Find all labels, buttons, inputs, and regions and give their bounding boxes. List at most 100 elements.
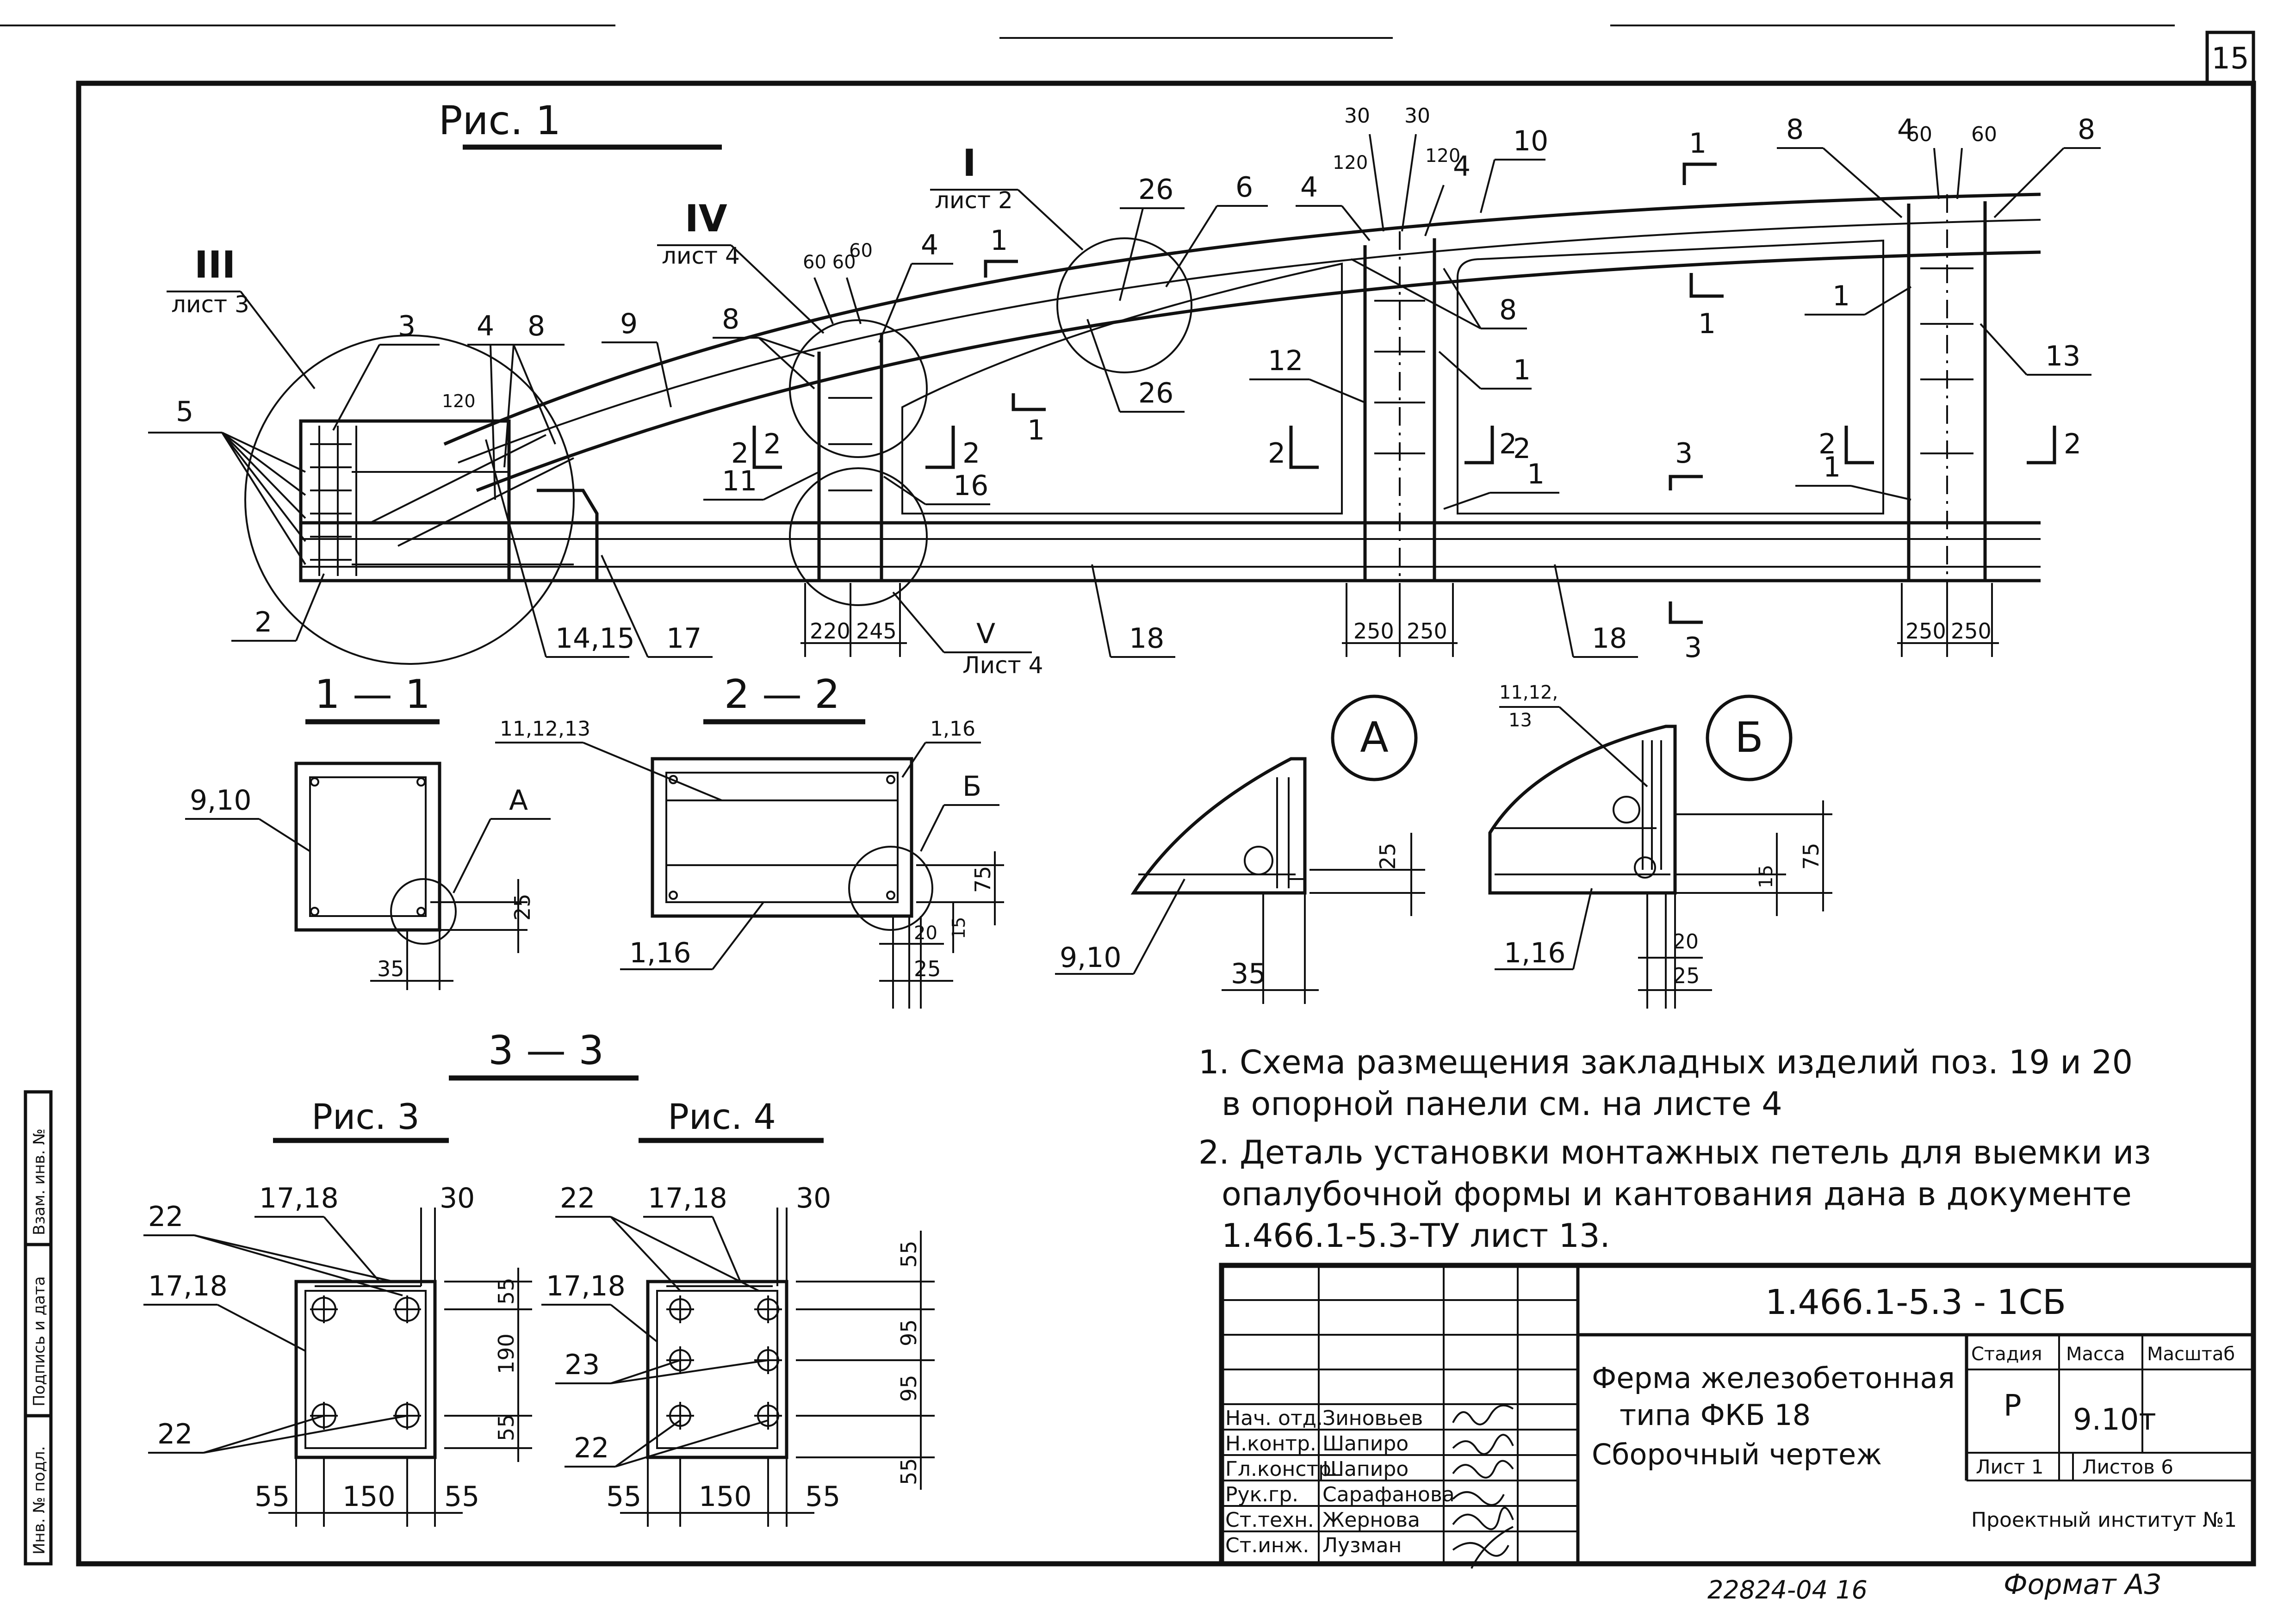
fig4-pos-22-bottom: 22: [574, 1432, 609, 1464]
fig4-pos-22-top: 22: [560, 1182, 595, 1214]
sec-1-c: 1: [1689, 127, 1706, 160]
callout-IV-ref: лист 4: [662, 242, 740, 269]
figure-4: Рис. 4 22 17,18 17,18 23 22 30: [541, 1096, 935, 1527]
margin-label-replaced-inventory: Взам. инв. №: [30, 1128, 49, 1235]
fig3-dim-150: 150: [342, 1481, 396, 1513]
dim-220: 220: [810, 619, 850, 644]
dim-250-d: 250: [1951, 619, 1992, 644]
pos-17: 17: [666, 622, 701, 655]
fig4-pos-17-18-left: 17,18: [546, 1270, 626, 1302]
inventory-number: 22824-04 16: [1707, 1575, 1868, 1604]
callout-I: I лист 2: [930, 142, 1084, 251]
pos-13: 13: [2045, 340, 2080, 372]
detail-B-dim-75: 75: [1799, 842, 1824, 870]
callout-V-ref: Лист 4: [962, 652, 1043, 679]
sec-2-f: 2: [2064, 428, 2081, 460]
sec-1-b: 1: [1027, 414, 1045, 446]
mass-header: Масса: [2066, 1344, 2125, 1365]
section-marks: 1 1 1 1 2 2 2 2 2 2 2 2 3 3: [731, 127, 2081, 664]
note-1-line-2: в опорной панели см. на листе 4: [1222, 1085, 1782, 1123]
s22-pos-1-16-bottom: 1,16: [629, 937, 691, 969]
sheet-number: 15: [2211, 42, 2249, 76]
fig3-pos-22-bottom: 22: [157, 1418, 192, 1450]
detail-circle-IV: [789, 319, 928, 458]
pos-26-top: 26: [1138, 173, 1173, 206]
s11-pos-9-10: 9,10: [190, 784, 252, 817]
fig3-pos-17-18-top: 17,18: [259, 1182, 339, 1214]
detail-A-dim-35: 35: [1231, 958, 1266, 990]
detail-A: А 25 9,10 35: [1055, 694, 1425, 1004]
callout-III: III лист 3: [167, 243, 316, 390]
pos-120-left: 120: [442, 391, 476, 411]
detail-A-pos-9-10: 9,10: [1060, 942, 1122, 974]
dim-250-c: 250: [1905, 619, 1946, 644]
pos-60-post3-b: 60: [1971, 123, 1997, 146]
callout-III-ref: лист 3: [171, 291, 249, 318]
pos-8-post2: 8: [1499, 294, 1517, 326]
sheet-frame: [76, 81, 2256, 1567]
fig4-dim-55-b: 55: [896, 1458, 921, 1485]
title-block: 1.466.1-5.3 - 1СБ Ферма железобетонная т…: [1219, 1263, 2256, 1569]
sheet-label: Лист 1: [1976, 1456, 2044, 1478]
pos-4-post1: 4: [921, 229, 938, 261]
post-2: [1363, 231, 1436, 592]
s11-dim-35: 35: [377, 956, 404, 981]
callout-I-roman: I: [962, 142, 976, 185]
pos-4-post2-left: 4: [1300, 171, 1318, 204]
pos-18-right: 18: [1592, 622, 1627, 655]
sec-2-h: 2: [1513, 433, 1531, 465]
detail-circle-I: [1056, 237, 1192, 373]
dim-250-b: 250: [1407, 619, 1447, 644]
drawing-name-line-1: Ферма железобетонная: [1592, 1361, 1955, 1395]
pos-60-60-post1: 60 60: [803, 252, 856, 273]
sec-2-d: 2: [1499, 428, 1517, 460]
detail-circle-III: [244, 335, 575, 665]
fig4-dim-55-d: 55: [805, 1481, 840, 1513]
footer: 22824-04 16 Формат А3: [1707, 1568, 2162, 1604]
section-2-2-title: 2 — 2: [724, 671, 840, 718]
format-label: Формат А3: [2004, 1568, 2162, 1601]
role-3: Гл.констр.: [1225, 1457, 1338, 1481]
pos-16: 16: [953, 470, 988, 502]
section-2-2: 2 — 2 11,12,13 1,16 Б 1,16 75 15 20: [495, 671, 1004, 1009]
fig3-dim-55-b: 55: [494, 1414, 519, 1441]
figure-1-title: Рис. 1: [439, 98, 561, 144]
role-2: Н.контр.: [1225, 1432, 1316, 1456]
margin-label-signature-date: Подпись и дата: [30, 1276, 49, 1406]
note-2-line-1: 2. Деталь установки монтажных петель для…: [1198, 1134, 2151, 1171]
fig4-dim-55-c: 55: [606, 1481, 641, 1513]
fig1-dimensions: 220 245 250 250 250 250: [800, 583, 1999, 657]
fig4-dim-150: 150: [699, 1481, 752, 1513]
pos-18-left: 18: [1129, 622, 1164, 655]
drawing-name-line-2: типа ФКБ 18: [1620, 1398, 1811, 1432]
figure-1-truss: Рис. 1: [148, 98, 2101, 679]
name-5: Жернова: [1322, 1508, 1420, 1532]
callout-V-roman: V: [976, 618, 995, 650]
left-margin-strip: Инв. № подл. Подпись и дата Взам. инв. №: [24, 1090, 53, 1566]
fig4-dim-30: 30: [796, 1182, 831, 1214]
pos-14-15: 14,15: [555, 622, 635, 655]
figure-3: Рис. 3 22 17,18 17,18 22 30 55 190 55: [143, 1096, 532, 1527]
sec-2-c: 2: [1268, 437, 1285, 470]
pos-8-post1: 8: [722, 303, 739, 335]
s22-dim-15: 15: [949, 917, 969, 939]
fig3-pos-22-top: 22: [148, 1201, 183, 1233]
callout-IV: IV лист 4: [657, 197, 825, 334]
fig4-dim-95-b: 95: [896, 1375, 921, 1402]
margin-label-inventory: Инв. № подл.: [30, 1446, 49, 1555]
role-5: Ст.техн.: [1225, 1508, 1314, 1532]
fig4-pos-17-18-top: 17,18: [648, 1182, 727, 1214]
sec-3-b: 3: [1684, 632, 1702, 664]
pos-4-left: 4: [477, 310, 494, 342]
bottom-chord: [301, 521, 2041, 582]
pos-4-post3: 4: [1897, 113, 1915, 146]
s11-dim-25: 25: [510, 893, 535, 921]
detail-B-title: Б: [1735, 713, 1763, 762]
detail-B-dim-15: 15: [1756, 865, 1777, 888]
dim-250-a: 250: [1353, 619, 1394, 644]
sec-1-d: 1: [1698, 308, 1716, 340]
note-2-line-3: 1.466.1-5.3-ТУ лист 13.: [1222, 1217, 1610, 1255]
sheet-number-box: 15: [2205, 31, 2255, 85]
mass-value: 9.10т: [2073, 1403, 2156, 1437]
